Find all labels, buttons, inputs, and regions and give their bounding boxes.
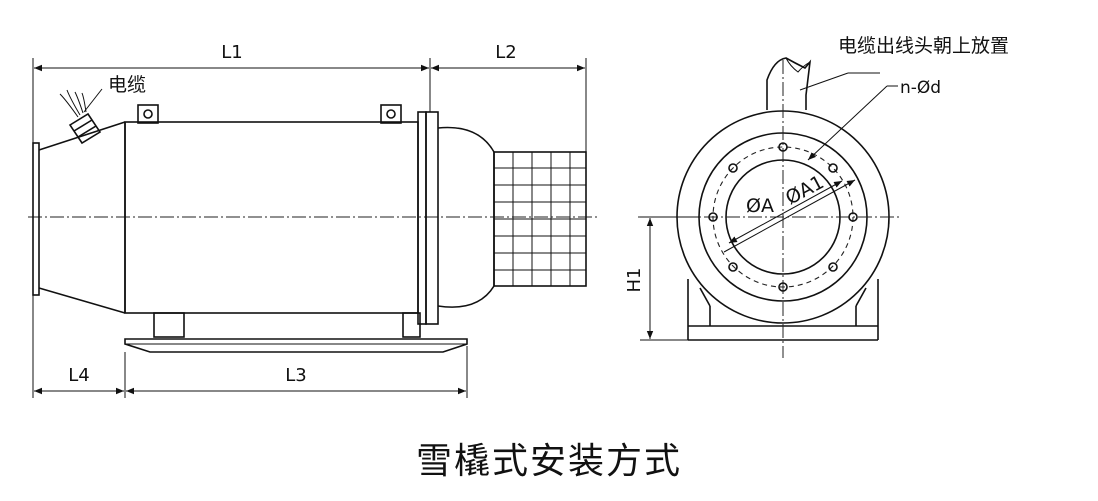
caption: 雪橇式安装方式 bbox=[415, 441, 682, 482]
outlet-grille bbox=[493, 151, 587, 287]
side-view: 电缆 L1 L2 L3 L4 bbox=[28, 42, 600, 398]
dia-A-label: ØA bbox=[746, 195, 774, 217]
bolt-hole bbox=[848, 212, 858, 222]
bolt-hole bbox=[828, 262, 838, 272]
outlet-flange-outer bbox=[425, 111, 439, 325]
cable-outlet-note: 电缆出线头朝上放置 bbox=[838, 35, 1009, 57]
dimension-L4: L4 bbox=[32, 295, 124, 398]
front-view: ØA ØA1 电缆出线头朝上放置 n-Ød H1 bbox=[624, 35, 1009, 358]
lifting-lug-right bbox=[380, 104, 402, 124]
bolt-hole bbox=[728, 262, 738, 272]
bolt-hole bbox=[728, 163, 738, 173]
dimension-H1-label: H1 bbox=[624, 268, 645, 293]
dia-A-line bbox=[728, 180, 843, 244]
cable-gland bbox=[59, 88, 103, 145]
lifting-lug-left bbox=[137, 104, 159, 124]
dia-A1-line bbox=[723, 179, 856, 253]
dimension-H1: H1 bbox=[624, 216, 700, 341]
inlet-flange bbox=[32, 142, 40, 296]
dimension-L3: L3 bbox=[124, 346, 468, 398]
bolt-hole bbox=[778, 142, 788, 152]
bolt-hole bbox=[828, 163, 838, 173]
inlet-cone bbox=[38, 121, 126, 314]
bolt-hole bbox=[708, 212, 718, 222]
dimension-L2-label: L2 bbox=[495, 42, 516, 63]
support-foot-left bbox=[153, 312, 185, 338]
support-foot-right bbox=[402, 312, 421, 338]
sled-base bbox=[124, 338, 468, 353]
dimension-L3-label: L3 bbox=[285, 365, 306, 386]
cable-label: 电缆 bbox=[108, 74, 146, 96]
dimension-L1: L1 bbox=[32, 42, 431, 143]
dimension-L1-label: L1 bbox=[221, 42, 242, 63]
cable-riser bbox=[766, 57, 812, 110]
bolt-hole bbox=[778, 282, 788, 292]
installation-drawing: 电缆 L1 L2 L3 L4 bbox=[28, 35, 1009, 398]
dia-A1-label: ØA1 bbox=[782, 171, 828, 209]
cable-note-leader bbox=[799, 72, 849, 91]
holes-leader bbox=[807, 85, 888, 161]
dimension-L4-label: L4 bbox=[68, 365, 89, 386]
bolt-holes bbox=[708, 142, 858, 292]
dimension-L2: L2 bbox=[431, 42, 587, 152]
holes-label: n-Ød bbox=[900, 78, 941, 98]
outlet-flange-inner bbox=[417, 111, 427, 325]
